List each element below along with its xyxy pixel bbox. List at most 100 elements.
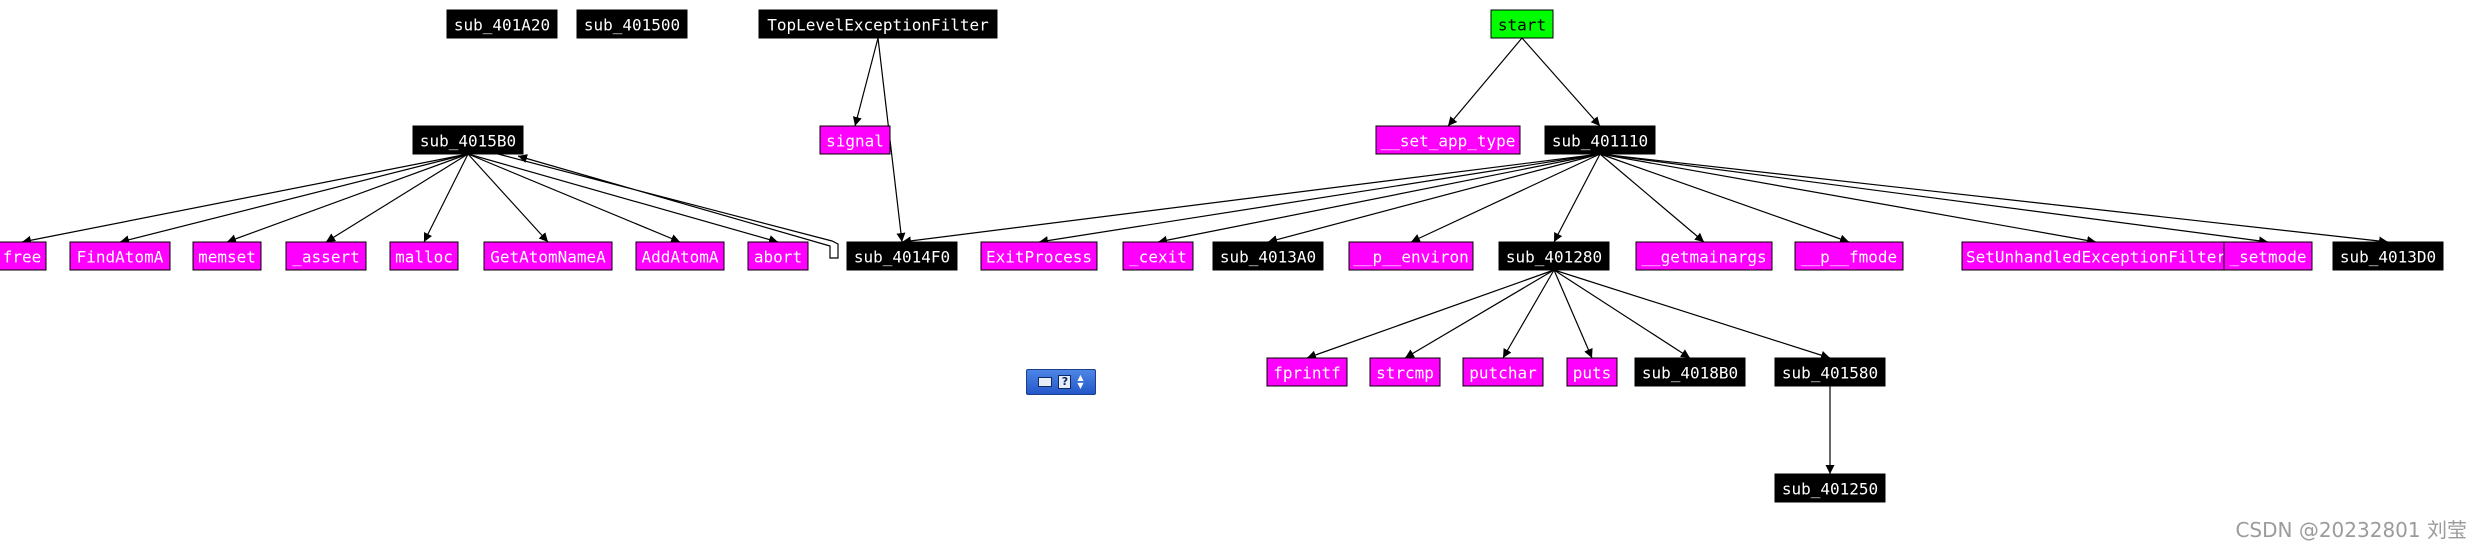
function-node-sub_401280[interactable]: sub_401280 <box>1498 241 1610 271</box>
node-box[interactable] <box>980 241 1098 271</box>
node-label: GetAtomNameA <box>490 248 606 267</box>
node-box[interactable] <box>1634 357 1746 387</box>
print-icon[interactable] <box>1038 377 1053 387</box>
function-node-_cexit[interactable]: _cexit <box>1122 241 1194 271</box>
function-node-__p__fmode[interactable]: __p__fmode <box>1794 241 1904 271</box>
node-box[interactable] <box>2332 241 2444 271</box>
node-box[interactable] <box>446 9 558 39</box>
node-box[interactable] <box>1348 241 1474 271</box>
node-box[interactable] <box>1544 125 1656 155</box>
node-box[interactable] <box>1490 9 1554 39</box>
call-edge-sub_401280-to-putchar <box>1502 269 1555 359</box>
node-box[interactable] <box>747 241 809 271</box>
function-node-putchar[interactable]: putchar <box>1462 357 1544 387</box>
node-box[interactable] <box>758 9 998 39</box>
function-node-__getmainargs[interactable]: __getmainargs <box>1635 241 1773 271</box>
call-edge-sub_401280-to-sub_4018B0 <box>1553 269 1691 359</box>
node-box[interactable] <box>483 241 613 271</box>
function-node-memset[interactable]: memset <box>192 241 262 271</box>
graph-overview-toolbar[interactable]: ? ▲▼ <box>1026 369 1096 395</box>
node-box[interactable] <box>389 241 459 271</box>
call-edge-sub_4015B0-to-_assert <box>325 153 469 243</box>
call-edge-start-to-sub_401110 <box>1521 37 1601 127</box>
node-box[interactable] <box>1774 357 1886 387</box>
node-label: ExitProcess <box>986 248 1092 267</box>
node-label: free <box>3 248 42 267</box>
node-label: malloc <box>395 248 453 267</box>
node-box[interactable] <box>819 125 891 155</box>
help-icon[interactable]: ? <box>1058 375 1072 389</box>
function-node-sub_401110[interactable]: sub_401110 <box>1544 125 1656 155</box>
node-box[interactable] <box>1266 357 1348 387</box>
node-box[interactable] <box>1498 241 1610 271</box>
function-node-SetUnhandledExceptionFilter[interactable]: SetUnhandledExceptionFilter <box>1961 241 2231 271</box>
node-box[interactable] <box>1794 241 1904 271</box>
call-edge-sub_401110-to-sub_4014F0 <box>901 153 1601 246</box>
function-node-sub_401250[interactable]: sub_401250 <box>1774 473 1886 503</box>
node-label: signal <box>826 132 884 151</box>
function-node-fprintf[interactable]: fprintf <box>1266 357 1348 387</box>
function-node-start[interactable]: start <box>1490 9 1554 39</box>
function-node-AddAtomA[interactable]: AddAtomA <box>635 241 725 271</box>
function-node-sub_4013D0[interactable]: sub_4013D0 <box>2332 241 2444 271</box>
node-label: sub_401580 <box>1782 364 1878 383</box>
node-label: TopLevelExceptionFilter <box>767 16 989 35</box>
call-edge-sub_4015B0-to-memset <box>226 153 469 244</box>
function-node-__set_app_type[interactable]: __set_app_type <box>1375 125 1521 155</box>
function-node-sub_4013A0[interactable]: sub_4013A0 <box>1212 241 1324 271</box>
node-label: AddAtomA <box>641 248 718 267</box>
node-box[interactable] <box>1961 241 2231 271</box>
node-label: __p__environ <box>1353 248 1469 267</box>
node-label: sub_401A20 <box>454 16 550 35</box>
node-label: _cexit <box>1129 248 1187 267</box>
node-box[interactable] <box>0 241 47 271</box>
function-node-_setmode[interactable]: _setmode <box>2223 241 2313 271</box>
function-node-sub_4018B0[interactable]: sub_4018B0 <box>1634 357 1746 387</box>
node-box[interactable] <box>1462 357 1544 387</box>
function-node-abort[interactable]: abort <box>747 241 809 271</box>
function-node-strcmp[interactable]: strcmp <box>1369 357 1441 387</box>
node-box[interactable] <box>1375 125 1521 155</box>
call-edge-sub_401110-to-ExitProcess <box>1038 153 1601 246</box>
node-box[interactable] <box>1212 241 1324 271</box>
node-box[interactable] <box>1566 357 1618 387</box>
function-node-malloc[interactable]: malloc <box>389 241 459 271</box>
call-edge-sub_401280-to-sub_401580 <box>1553 269 1831 360</box>
node-box[interactable] <box>1369 357 1441 387</box>
function-node-__p__environ[interactable]: __p__environ <box>1348 241 1474 271</box>
function-node-sub_401A20[interactable]: sub_401A20 <box>446 9 558 39</box>
function-node-FindAtomA[interactable]: FindAtomA <box>69 241 171 271</box>
node-box[interactable] <box>1122 241 1194 271</box>
function-node-free[interactable]: free <box>0 241 47 271</box>
function-node-TopLevelExceptionFilter[interactable]: TopLevelExceptionFilter <box>758 9 998 39</box>
function-node-sub_4014F0[interactable]: sub_4014F0 <box>846 241 958 271</box>
node-box[interactable] <box>846 241 958 271</box>
node-box[interactable] <box>2223 241 2313 271</box>
node-box[interactable] <box>192 241 262 271</box>
call-edge-sub_401280-to-puts <box>1553 269 1593 359</box>
node-box[interactable] <box>1635 241 1773 271</box>
function-node-_assert[interactable]: _assert <box>285 241 367 271</box>
node-box[interactable] <box>576 9 688 39</box>
function-node-GetAtomNameA[interactable]: GetAtomNameA <box>483 241 613 271</box>
node-box[interactable] <box>412 125 524 155</box>
function-node-sub_401500[interactable]: sub_401500 <box>576 9 688 39</box>
spinner-arrows-icon[interactable]: ▲▼ <box>1077 373 1084 390</box>
function-node-sub_401580[interactable]: sub_401580 <box>1774 357 1886 387</box>
function-node-puts[interactable]: puts <box>1566 357 1618 387</box>
function-node-signal[interactable]: signal <box>819 125 891 155</box>
node-label: start <box>1498 16 1546 35</box>
node-box[interactable] <box>635 241 725 271</box>
node-box[interactable] <box>1774 473 1886 503</box>
node-label: sub_401250 <box>1782 480 1878 499</box>
call-edge-sub_401110-to-__getmainargs <box>1599 153 1705 243</box>
node-box[interactable] <box>69 241 171 271</box>
node-box[interactable] <box>285 241 367 271</box>
function-node-ExitProcess[interactable]: ExitProcess <box>980 241 1098 271</box>
function-node-sub_4015B0[interactable]: sub_4015B0 <box>412 125 524 155</box>
node-label: puts <box>1573 364 1612 383</box>
node-label: sub_401500 <box>584 16 680 35</box>
node-label: memset <box>198 248 256 267</box>
call-edge-sub_401110-to-SetUnhandledExceptionFilter <box>1599 153 2097 245</box>
